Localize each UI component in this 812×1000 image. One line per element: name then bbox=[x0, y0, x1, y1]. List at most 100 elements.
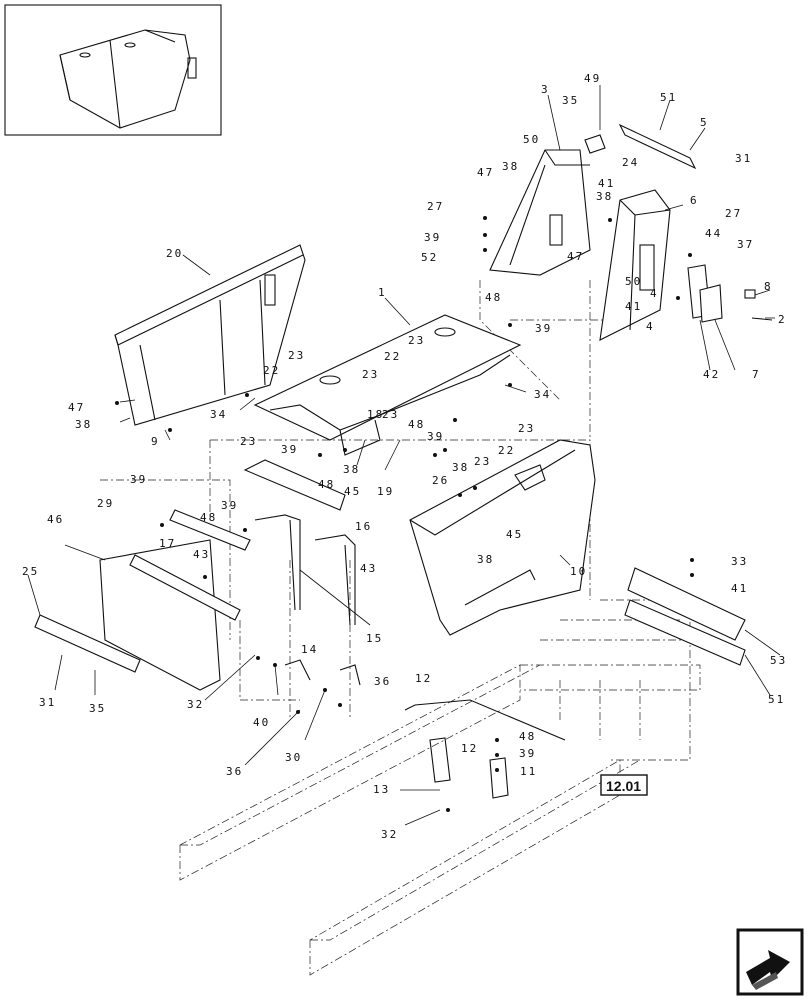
callout-23: 23 bbox=[474, 455, 491, 468]
callout-48: 48 bbox=[519, 730, 536, 743]
callout-16: 16 bbox=[355, 520, 372, 533]
overview-inset bbox=[4, 4, 222, 136]
callout-49: 49 bbox=[584, 72, 601, 85]
callout-45: 45 bbox=[344, 485, 361, 498]
callout-36: 36 bbox=[226, 765, 243, 778]
callout-32: 32 bbox=[187, 698, 204, 711]
callout-52: 52 bbox=[421, 251, 438, 264]
callout-43: 43 bbox=[360, 562, 377, 575]
callout-38: 38 bbox=[343, 463, 360, 476]
callout-48: 48 bbox=[408, 418, 425, 431]
callout-15: 15 bbox=[366, 632, 383, 645]
callout-13: 13 bbox=[373, 783, 390, 796]
reference-box[interactable]: 12.01 bbox=[600, 774, 648, 796]
callout-47: 47 bbox=[68, 401, 85, 414]
callout-34: 34 bbox=[210, 408, 227, 421]
callout-4: 4 bbox=[650, 287, 659, 300]
callout-19: 19 bbox=[377, 485, 394, 498]
callout-53: 53 bbox=[770, 654, 787, 667]
callout-39: 39 bbox=[535, 322, 552, 335]
callout-23: 23 bbox=[382, 408, 399, 421]
callout-51: 51 bbox=[660, 91, 677, 104]
callout-23: 23 bbox=[408, 334, 425, 347]
top-rail-51 bbox=[584, 123, 697, 170]
callout-47: 47 bbox=[477, 166, 494, 179]
callout-39: 39 bbox=[221, 499, 238, 512]
callout-22: 22 bbox=[263, 364, 280, 377]
callout-39: 39 bbox=[427, 430, 444, 443]
callout-4: 4 bbox=[646, 320, 655, 333]
callout-39: 39 bbox=[281, 443, 298, 456]
callout-18: 18 bbox=[367, 408, 384, 421]
callout-31: 31 bbox=[39, 696, 56, 709]
callout-1: 1 bbox=[378, 286, 387, 299]
callout-48: 48 bbox=[485, 291, 502, 304]
top-cover-plate bbox=[253, 314, 522, 456]
callout-27: 27 bbox=[427, 200, 444, 213]
callout-7: 7 bbox=[752, 368, 761, 381]
callout-40: 40 bbox=[253, 716, 270, 729]
callout-22: 22 bbox=[498, 444, 515, 457]
callout-34: 34 bbox=[534, 388, 551, 401]
callout-35: 35 bbox=[562, 94, 579, 107]
lower-hardware bbox=[284, 659, 566, 799]
reference-label: 12.01 bbox=[606, 778, 641, 794]
callout-48: 48 bbox=[318, 478, 335, 491]
callout-50: 50 bbox=[625, 275, 642, 288]
callout-47: 47 bbox=[567, 250, 584, 263]
callout-26: 26 bbox=[432, 474, 449, 487]
callout-6: 6 bbox=[690, 194, 699, 207]
callout-41: 41 bbox=[625, 300, 642, 313]
fasteners bbox=[115, 216, 694, 812]
callout-41: 41 bbox=[598, 177, 615, 190]
callout-45: 45 bbox=[506, 528, 523, 541]
callout-38: 38 bbox=[477, 553, 494, 566]
callout-23: 23 bbox=[240, 435, 257, 448]
callout-38: 38 bbox=[596, 190, 613, 203]
callout-14: 14 bbox=[301, 643, 318, 656]
frame-hidden-lines bbox=[100, 280, 701, 976]
callout-11: 11 bbox=[520, 765, 537, 778]
callout-46: 46 bbox=[47, 513, 64, 526]
leader-lines bbox=[27, 85, 781, 826]
crossmember-16 bbox=[243, 459, 346, 511]
callout-38: 38 bbox=[75, 418, 92, 431]
callout-35: 35 bbox=[89, 702, 106, 715]
lower-right-rails bbox=[624, 567, 746, 666]
callout-39: 39 bbox=[130, 473, 147, 486]
callout-33: 33 bbox=[731, 555, 748, 568]
callout-23: 23 bbox=[362, 368, 379, 381]
callout-41: 41 bbox=[731, 582, 748, 595]
support-brackets-15 bbox=[254, 514, 356, 626]
next-page-arrow-icon[interactable] bbox=[736, 928, 804, 996]
callout-labels: 1 2 3 4 5 6 7 8 9 10 11 12 12 13 14 15 1… bbox=[22, 72, 787, 841]
callout-43: 43 bbox=[193, 548, 210, 561]
callout-50: 50 bbox=[523, 133, 540, 146]
callout-44: 44 bbox=[705, 227, 722, 240]
left-lower-panel bbox=[99, 539, 221, 691]
callout-2: 2 bbox=[778, 313, 787, 326]
callout-10: 10 bbox=[570, 565, 587, 578]
latch-plates bbox=[687, 264, 773, 323]
callout-5: 5 bbox=[700, 116, 709, 129]
callout-39: 39 bbox=[424, 231, 441, 244]
callout-39: 39 bbox=[519, 747, 536, 760]
callout-3: 3 bbox=[541, 83, 550, 96]
callout-38: 38 bbox=[502, 160, 519, 173]
callout-51: 51 bbox=[768, 693, 785, 706]
callout-23: 23 bbox=[518, 422, 535, 435]
strips bbox=[34, 509, 251, 673]
callout-20: 20 bbox=[166, 247, 183, 260]
rear-bracket-right bbox=[599, 189, 671, 341]
callout-42: 42 bbox=[703, 368, 720, 381]
callout-32: 32 bbox=[381, 828, 398, 841]
callout-30: 30 bbox=[285, 751, 302, 764]
callout-8: 8 bbox=[764, 280, 773, 293]
left-side-panel bbox=[114, 244, 306, 426]
callout-36: 36 bbox=[374, 675, 391, 688]
callout-12: 12 bbox=[461, 742, 478, 755]
callout-24: 24 bbox=[622, 156, 639, 169]
callout-23: 23 bbox=[288, 349, 305, 362]
callout-31: 31 bbox=[735, 152, 752, 165]
